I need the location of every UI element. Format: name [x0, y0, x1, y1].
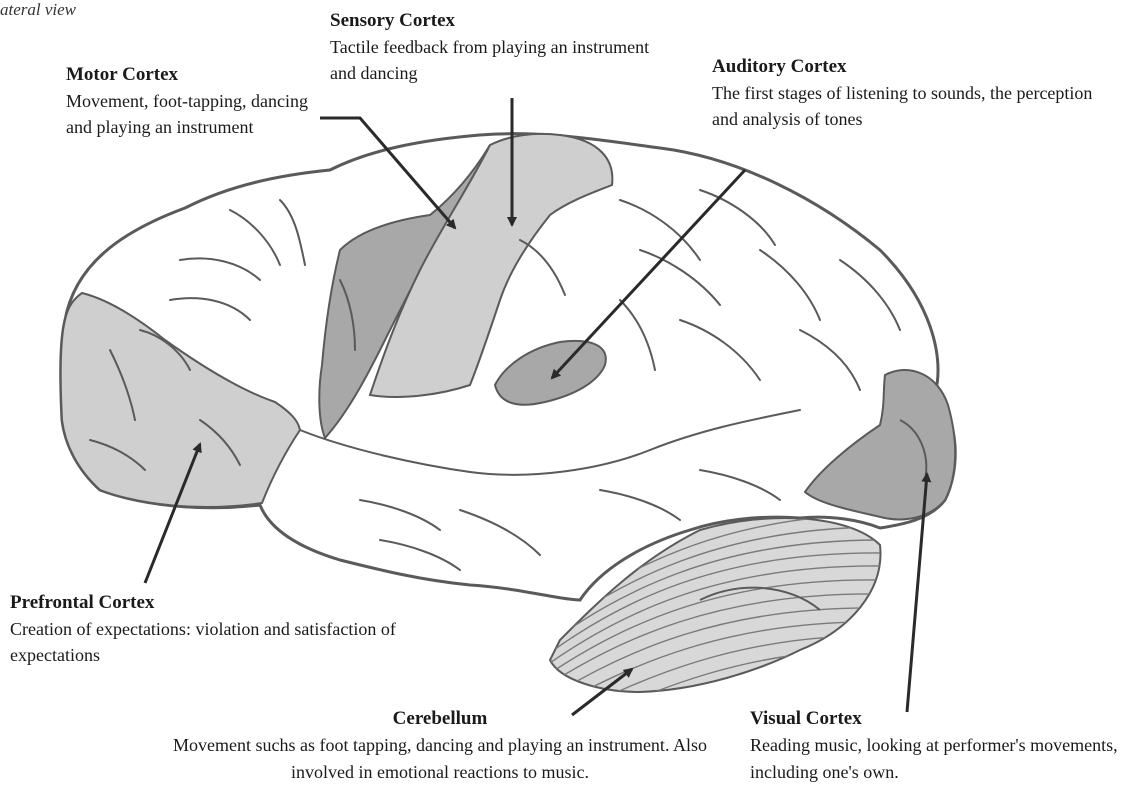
motor-cortex-description: Movement, foot-tapping, dancing and play…: [66, 88, 326, 140]
auditory-cortex-label: Auditory Cortex The first stages of list…: [712, 54, 1112, 132]
visual-cortex-title: Visual Cortex: [750, 706, 1130, 732]
cerebellum-title: Cerebellum: [145, 706, 735, 732]
view-label: ateral view: [0, 0, 76, 20]
prefrontal-cortex-title: Prefrontal Cortex: [10, 590, 410, 616]
auditory-cortex-title: Auditory Cortex: [712, 54, 1112, 80]
motor-cortex-title: Motor Cortex: [66, 62, 326, 88]
cerebellum-label: Cerebellum Movement suchs as foot tappin…: [145, 706, 735, 786]
sensory-cortex-title: Sensory Cortex: [330, 8, 670, 34]
cerebellum-description: Movement suchs as foot tapping, dancing …: [145, 732, 735, 786]
visual-cortex-description: Reading music, looking at performer's mo…: [750, 732, 1130, 786]
prefrontal-cortex-description: Creation of expectations: violation and …: [10, 616, 410, 668]
sensory-cortex-description: Tactile feedback from playing an instrum…: [330, 34, 670, 86]
visual-cortex-label: Visual Cortex Reading music, looking at …: [750, 706, 1130, 786]
prefrontal-cortex-label: Prefrontal Cortex Creation of expectatio…: [10, 590, 410, 668]
motor-cortex-label: Motor Cortex Movement, foot-tapping, dan…: [66, 62, 326, 140]
sensory-cortex-label: Sensory Cortex Tactile feedback from pla…: [330, 8, 670, 86]
auditory-cortex-description: The first stages of listening to sounds,…: [712, 80, 1112, 132]
